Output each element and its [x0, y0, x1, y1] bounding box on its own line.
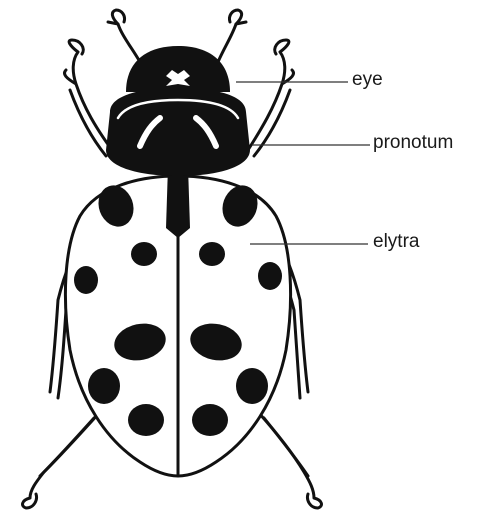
scutellum: [166, 166, 190, 238]
leg-front-right: [248, 40, 294, 156]
label-eye: eye: [352, 70, 383, 89]
leg-front-left: [64, 40, 112, 156]
leg-hind-left: [23, 412, 100, 508]
label-pronotum: pronotum: [373, 133, 453, 152]
label-elytra: elytra: [373, 232, 419, 251]
head-shape: [126, 46, 230, 92]
antenna-right: [218, 10, 246, 62]
leg-hind-right: [258, 412, 321, 508]
pronotum-shape: [106, 88, 250, 176]
antenna-left: [108, 10, 140, 62]
